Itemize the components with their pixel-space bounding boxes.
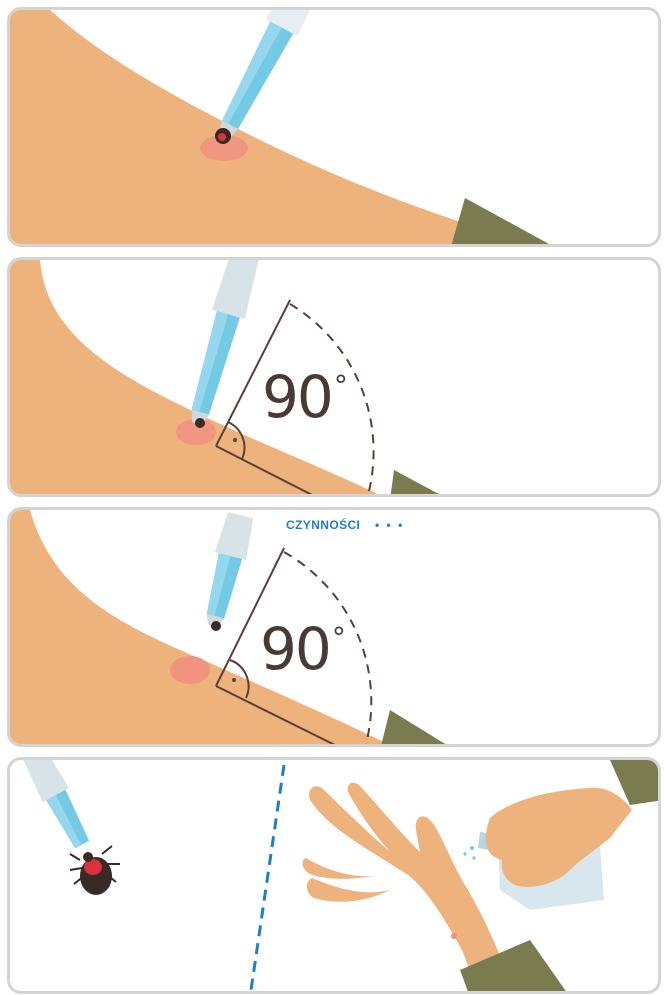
step-1-panel	[7, 7, 661, 247]
step-4-illustration	[10, 760, 661, 994]
step-4-panel	[7, 757, 661, 994]
step-2-panel: 90°	[7, 257, 661, 497]
tick-icon	[211, 621, 221, 631]
sleeve	[390, 470, 450, 497]
divider-dashed-line	[250, 765, 284, 994]
tick-icon	[195, 418, 205, 428]
sleeve	[380, 710, 455, 747]
step-3-panel: CZYNNOŚCI • • • 90°	[7, 507, 661, 747]
tweezers-icon	[198, 511, 257, 629]
tick-icon	[215, 128, 231, 144]
angle-dot	[233, 438, 237, 442]
section-dots: • • •	[375, 518, 404, 532]
step-1-illustration	[10, 10, 661, 247]
tweezers-icon	[206, 10, 337, 148]
tick-icon	[70, 846, 120, 895]
sleeve	[450, 198, 560, 247]
hand-icon	[486, 788, 632, 887]
angle-dot	[232, 678, 236, 682]
skin-irritation	[170, 656, 210, 684]
tweezers-icon	[19, 760, 95, 852]
angle-90-label: 90°	[260, 620, 344, 678]
angle-90-label: 90°	[262, 368, 346, 426]
section-label: CZYNNOŚCI	[286, 518, 360, 532]
tweezers-icon	[181, 260, 270, 429]
